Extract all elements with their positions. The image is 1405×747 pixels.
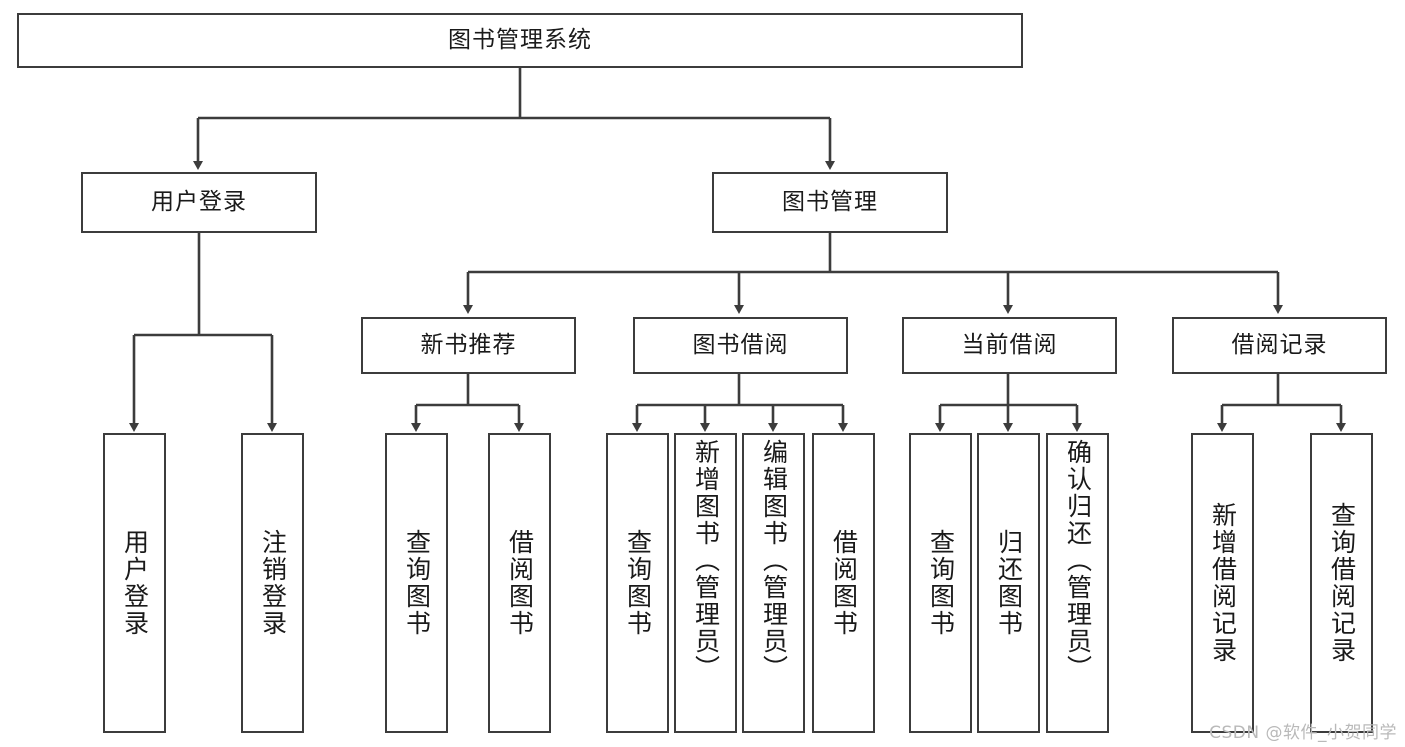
leaf-current-confirm-return-admin[interactable]: 确认归还（管理员） [1046,433,1109,733]
leaf-record-add-borrow-record[interactable]: 新增借阅记录 [1191,433,1254,733]
leaf-borrow-edit-book-admin[interactable]: 编辑图书（管理员） [742,433,805,733]
node-current-borrow[interactable]: 当前借阅 [902,317,1117,374]
node-new-book-recommend[interactable]: 新书推荐 [361,317,576,374]
node-user-login[interactable]: 用户登录 [81,172,317,233]
leaf-recommend-borrow-book[interactable]: 借阅图书 [488,433,551,733]
node-borrow-record[interactable]: 借阅记录 [1172,317,1387,374]
leaf-current-query-book[interactable]: 查询图书 [909,433,972,733]
leaf-record-query-borrow-record[interactable]: 查询借阅记录 [1310,433,1373,733]
leaf-borrow-borrow-book[interactable]: 借阅图书 [812,433,875,733]
node-book-management-system[interactable]: 图书管理系统 [17,13,1023,68]
node-book-borrow[interactable]: 图书借阅 [633,317,848,374]
leaf-borrow-add-book-admin[interactable]: 新增图书（管理员） [674,433,737,733]
node-book-management[interactable]: 图书管理 [712,172,948,233]
leaf-user-login-signout[interactable]: 注销登录 [241,433,304,733]
leaf-current-return-book[interactable]: 归还图书 [977,433,1040,733]
leaf-recommend-query-book[interactable]: 查询图书 [385,433,448,733]
leaf-borrow-query-book[interactable]: 查询图书 [606,433,669,733]
csdn-watermark: CSDN @软件_小贺同学 [1209,723,1397,743]
leaf-user-login-signin[interactable]: 用户登录 [103,433,166,733]
